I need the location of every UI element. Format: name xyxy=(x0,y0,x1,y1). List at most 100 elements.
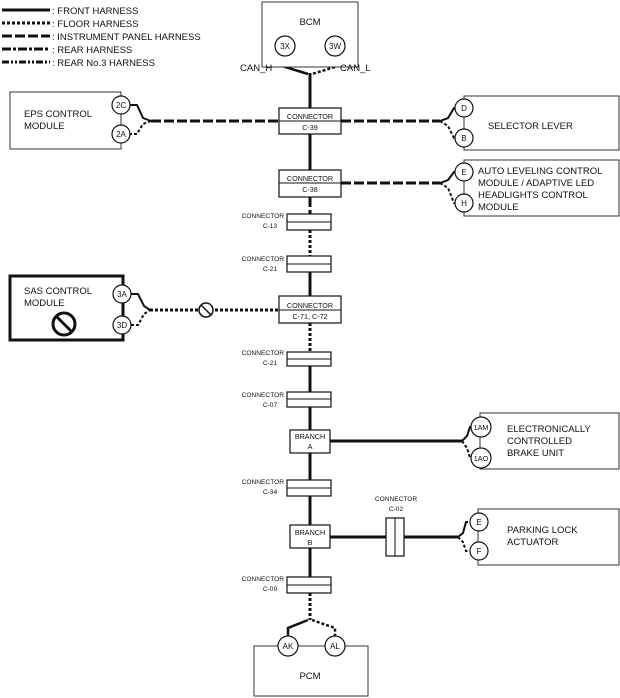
sas-pin-3a xyxy=(112,284,132,304)
can-l-label: CAN_L xyxy=(340,63,371,74)
connector-c39: CONNECTOR C-39 xyxy=(278,107,342,135)
connector-c38-l1: CONNECTOR xyxy=(287,174,333,183)
sas-module: SAS CONTROL MODULE 3A 3D xyxy=(8,274,132,342)
pcm-pin-ak xyxy=(277,635,299,657)
connector-c09-l2: C-09 xyxy=(263,586,278,593)
pcm-box xyxy=(253,645,369,697)
parking-pin-e xyxy=(469,512,489,532)
eps-pin-2a-label: 2A xyxy=(116,130,126,139)
wire-selector-d xyxy=(439,107,456,122)
pcm-pin-al xyxy=(324,635,346,657)
connector-c07: CONNECTOR C-07 xyxy=(242,391,332,409)
bcm-box xyxy=(261,1,359,68)
selector-box xyxy=(463,95,620,151)
auto-leveling-module: AUTO LEVELING CONTROL MODULE / ADAPTIVE … xyxy=(454,159,620,217)
ebcu-pin-1am-label: 1AM xyxy=(474,423,489,432)
branch-b-l1: BRANCH xyxy=(295,528,325,537)
bcm-pin-3w-label: 3W xyxy=(329,42,341,51)
eps-pin-2a xyxy=(111,124,131,144)
sas-label-line2: MODULE xyxy=(24,298,65,309)
auto-leveling-pin-e-label: E xyxy=(461,168,466,177)
branch-a: BRANCH A xyxy=(289,429,331,454)
ebcu-module: ELECTRONICALLY CONTROLLED BRAKE UNIT 1AM… xyxy=(470,412,620,470)
pcm-pin-ak-label: AK xyxy=(283,642,294,651)
parking-line2: ACTUATOR xyxy=(507,537,559,548)
auto-leveling-pin-h xyxy=(454,193,474,213)
connector-c71-l1: CONNECTOR xyxy=(287,301,333,310)
connector-c07-l1: CONNECTOR xyxy=(242,392,285,399)
wire-ebcu-1am xyxy=(461,426,472,442)
legend: : FRONT HARNESS : FLOOR HARNESS : INSTRU… xyxy=(2,6,201,69)
auto-leveling-line4: MODULE xyxy=(478,202,519,213)
connector-c07-l2: C-07 xyxy=(263,402,278,409)
connector-c71-c72: CONNECTOR C-71, C-72 xyxy=(278,295,342,324)
sas-label-line1: SAS CONTROL xyxy=(24,286,92,297)
parking-pin-e-label: E xyxy=(476,518,481,527)
connector-c09: CONNECTOR C-09 xyxy=(242,576,332,594)
bcm-label: BCM xyxy=(299,17,320,28)
wire-ebcu-1ao xyxy=(461,440,472,459)
connector-c34-l2: C-34 xyxy=(263,489,278,496)
auto-leveling-pin-h-label: H xyxy=(461,199,467,208)
connector-c39-l1: CONNECTOR xyxy=(287,112,333,121)
wire-autolevel-h xyxy=(439,182,456,204)
eps-module: EPS CONTROL MODULE 2C 2A xyxy=(9,91,131,150)
wire-autolevel-e xyxy=(439,171,456,184)
eps-label-line2: MODULE xyxy=(24,121,65,132)
connector-c02: CONNECTOR C-02 xyxy=(375,496,418,557)
pcm-module: PCM AK AL xyxy=(253,635,369,697)
auto-leveling-box xyxy=(463,159,620,217)
wires xyxy=(129,57,472,637)
wire-pcm-ak xyxy=(286,618,309,637)
parking-line1: PARKING LOCK xyxy=(507,525,578,536)
branch-a-l1: BRANCH xyxy=(295,432,325,441)
ebcu-box xyxy=(479,412,620,470)
connector-c13-l2: C-13 xyxy=(263,223,278,230)
selector-lever-module: SELECTOR LEVER D B xyxy=(454,95,620,151)
ebcu-line1: ELECTRONICALLY xyxy=(507,424,591,435)
can-h-label: CAN_H xyxy=(240,63,272,74)
legend-rear3-label: : REAR No.3 HARNESS xyxy=(52,58,155,69)
auto-leveling-line1: AUTO LEVELING CONTROL xyxy=(478,166,602,177)
wire-eps-2a xyxy=(129,120,152,135)
parking-box xyxy=(477,508,620,566)
wire-pcm-al xyxy=(311,618,337,637)
sas-pin-3a-label: 3A xyxy=(117,290,127,299)
connector-c02-l1: CONNECTOR xyxy=(375,496,418,503)
eps-pin-2c-label: 2C xyxy=(116,101,126,110)
wire-sas-3a xyxy=(131,293,151,311)
auto-leveling-line2: MODULE / ADAPTIVE LED xyxy=(478,178,594,189)
bcm-pin-3w xyxy=(324,35,346,57)
selector-pin-d xyxy=(454,98,474,118)
legend-rear-label: : REAR HARNESS xyxy=(52,45,132,56)
branch-b-l2: B xyxy=(308,538,313,547)
wire-eps-2c xyxy=(129,104,152,122)
ebcu-pin-1ao xyxy=(470,447,492,469)
connector-c21a-l2: C-21 xyxy=(263,266,278,273)
ebcu-line3: BRAKE UNIT xyxy=(507,448,564,459)
connector-c09-l1: CONNECTOR xyxy=(242,576,285,583)
connector-c34-l1: CONNECTOR xyxy=(242,479,285,486)
connector-c34: CONNECTOR C-34 xyxy=(242,479,332,497)
selector-label: SELECTOR LEVER xyxy=(488,121,573,132)
parking-pin-f xyxy=(469,541,489,561)
sas-box xyxy=(8,274,125,342)
connector-c21a-l1: CONNECTOR xyxy=(242,256,285,263)
selector-pin-b-label: B xyxy=(461,134,466,143)
wire-parking-e xyxy=(457,521,468,538)
connector-c21-lower: CONNECTOR C-21 xyxy=(242,350,332,367)
connector-c38-l2: C-38 xyxy=(302,185,318,194)
wire-sas-3d xyxy=(131,309,151,326)
bcm-pin-3x-label: 3X xyxy=(280,42,290,51)
wire-selector-b xyxy=(439,120,456,139)
eps-box xyxy=(9,91,122,150)
ebcu-pin-1ao-label: 1AO xyxy=(474,454,489,463)
connector-c21b-l1: CONNECTOR xyxy=(242,350,285,357)
auto-leveling-pin-e xyxy=(454,162,474,182)
parking-pin-f-label: F xyxy=(477,547,482,556)
eps-pin-2c xyxy=(111,95,131,115)
sas-pin-3d xyxy=(112,315,132,335)
connector-c13: CONNECTOR C-13 xyxy=(242,213,332,231)
selector-pin-d-label: D xyxy=(461,104,467,113)
